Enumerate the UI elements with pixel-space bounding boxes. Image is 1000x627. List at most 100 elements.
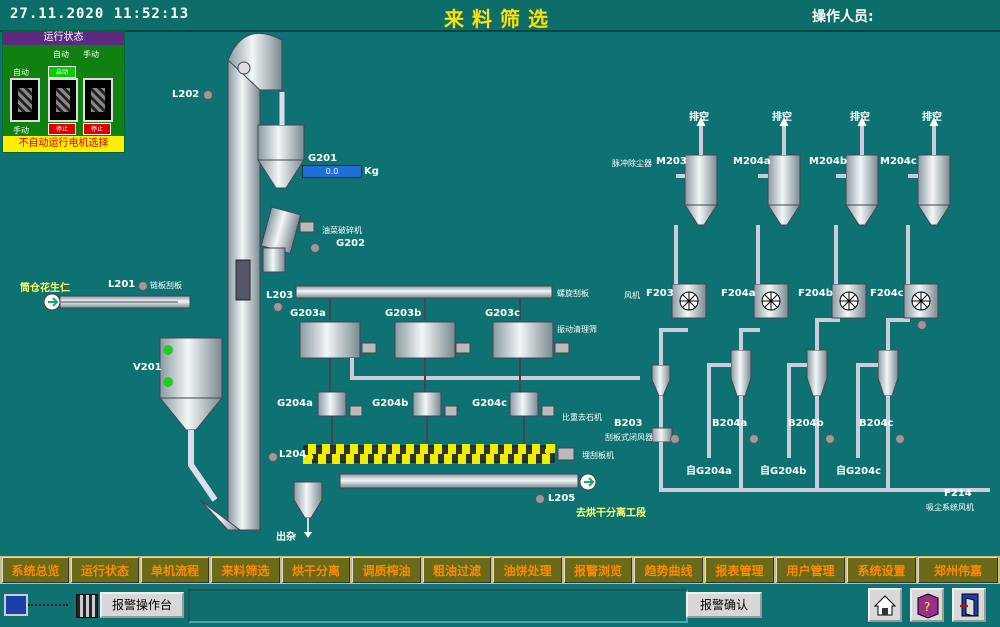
nav-item-12[interactable]: 用户管理: [776, 557, 845, 583]
status-dot-l201[interactable]: [138, 281, 148, 291]
dust-system: [651, 116, 990, 492]
label-b204b: B204b: [788, 418, 824, 429]
label-exhaust-3: 排空: [850, 112, 870, 123]
status-dot-b203[interactable]: [670, 434, 680, 444]
nav-item-11[interactable]: 报表管理: [705, 557, 774, 583]
conveyor-l203: [295, 285, 553, 299]
list-icon[interactable]: [76, 594, 98, 618]
mode-switch-1[interactable]: [10, 78, 40, 122]
label-g204-desc: 比重去石机: [562, 413, 602, 422]
label-m204a: M204a: [733, 156, 771, 167]
run-status-panel: 运行状态 自动 自动 手动 手动 启动 停止 停止 不自动运行电机选择: [2, 30, 125, 153]
label-g203c: G203c: [485, 308, 521, 319]
stop-button-2[interactable]: 停止: [83, 123, 111, 135]
nav-item-10[interactable]: 趋势曲线: [634, 557, 703, 583]
label-exhaust-4: 排空: [922, 112, 942, 123]
label-g202-desc: 油菜破碎机: [322, 226, 362, 235]
nav-item-8[interactable]: 油饼处理: [493, 557, 562, 583]
exit-door-icon: [960, 593, 979, 617]
mode-switch-2[interactable]: [48, 78, 78, 122]
nav-item-1[interactable]: 系统总览: [2, 557, 69, 583]
label-f204a: F204a: [721, 288, 756, 299]
home-button[interactable]: [868, 588, 902, 622]
bottom-bar: 报警操作台 报警确认 ?: [0, 586, 1000, 627]
label-l201-desc: 链板刮板: [150, 281, 182, 290]
process-diagram: [43, 32, 990, 538]
stop-button-1[interactable]: 停止: [48, 123, 76, 135]
conveyor-l205: [339, 473, 579, 489]
nav-item-7[interactable]: 粗油过滤: [423, 557, 491, 583]
label-l201: L201: [108, 279, 136, 290]
home-icon: [873, 595, 897, 616]
label-g203-desc: 振动清理筛: [557, 325, 597, 334]
label-l202: L202: [172, 89, 200, 100]
label-b204c: B204c: [859, 418, 894, 429]
label-from-g204a: 自G204a: [686, 466, 732, 477]
label-f203: F203: [646, 288, 674, 299]
label-to-next: 去烘干分离工段: [576, 508, 646, 519]
motor-select-footer[interactable]: 不自动运行电机选择: [3, 136, 124, 152]
label-g204b: G204b: [372, 398, 409, 409]
page-title: 来料筛选: [444, 7, 556, 31]
col-auto-label: 自动: [53, 50, 69, 59]
bucket-elevator: [227, 59, 261, 531]
help-book-icon: ?: [917, 593, 939, 619]
nav-item-14[interactable]: 郑州伟嘉: [918, 557, 998, 583]
label-b203: B203: [614, 418, 643, 429]
nav-item-2[interactable]: 运行状态: [71, 557, 139, 583]
operator-label: 操作人员:: [812, 9, 874, 25]
label-m203-desc: 脉冲除尘器: [612, 159, 652, 168]
status-dot-b204a[interactable]: [749, 434, 759, 444]
label-f203-desc: 风机: [624, 291, 640, 300]
datetime: 27.11.2020 11:52:13: [10, 6, 190, 22]
nav-item-6[interactable]: 调质榨油: [352, 557, 421, 583]
help-button[interactable]: ?: [910, 588, 944, 622]
label-m204c: M204c: [880, 156, 917, 167]
label-f204b: F204b: [798, 288, 833, 299]
exit-button[interactable]: [952, 588, 986, 622]
status-dot-l202[interactable]: [203, 90, 213, 100]
dotted-indicator: [28, 604, 68, 610]
label-l205: L205: [548, 493, 576, 504]
status-dot-b204c[interactable]: [895, 434, 905, 444]
label-m204b: M204b: [809, 156, 847, 167]
status-dot-f204c[interactable]: [917, 320, 927, 330]
label-l204: L204: [279, 449, 307, 460]
nav-item-9[interactable]: 报警浏览: [564, 557, 632, 583]
computer-icon[interactable]: [4, 594, 28, 616]
label-f214: F214: [944, 488, 972, 499]
status-dot-l203[interactable]: [273, 302, 283, 312]
label-g202: G202: [336, 238, 366, 249]
svg-text:?: ?: [924, 600, 930, 614]
weight-readout-g201: 0.0: [302, 165, 362, 178]
nav-item-4[interactable]: 来料筛选: [211, 557, 280, 583]
status-dot-g202[interactable]: [310, 243, 320, 253]
status-dot-l205[interactable]: [535, 494, 545, 504]
status-dot-l204[interactable]: [268, 452, 278, 462]
alarm-confirm-button[interactable]: 报警确认: [686, 592, 762, 618]
label-exhaust-1: 排空: [689, 112, 709, 123]
start-button[interactable]: 启动: [48, 66, 76, 78]
label-f204c: F204c: [870, 288, 904, 299]
label-l203: L203: [266, 290, 294, 301]
label-m203: M203: [656, 156, 687, 167]
mode-switch-3[interactable]: [83, 78, 113, 122]
status-dot-b204b[interactable]: [825, 434, 835, 444]
label-b203-desc: 刮板式闭风器: [605, 433, 653, 442]
nav-item-13[interactable]: 系统设置: [847, 557, 916, 583]
nav-item-5[interactable]: 烘干分离: [282, 557, 350, 583]
label-g203a: G203a: [290, 308, 326, 319]
screens-g203: [299, 321, 570, 359]
label-f214-desc: 吸尘系统风机: [926, 503, 974, 512]
col-manual-label: 手动: [83, 50, 99, 59]
nav-item-3[interactable]: 单机流程: [141, 557, 209, 583]
top-bar: 27.11.2020 11:52:13 来料筛选 操作人员:: [0, 0, 1000, 32]
label-g203b: G203b: [385, 308, 422, 319]
alarm-message-box: [188, 589, 688, 623]
alarm-console-button[interactable]: 报警操作台: [100, 592, 184, 618]
auto-label: 自动: [13, 68, 29, 77]
label-l204-desc: 埋刮板机: [582, 451, 614, 460]
label-g201: G201: [308, 153, 338, 164]
label-waste: 出杂: [276, 532, 296, 543]
label-l203-desc: 螺旋刮板: [557, 289, 589, 298]
